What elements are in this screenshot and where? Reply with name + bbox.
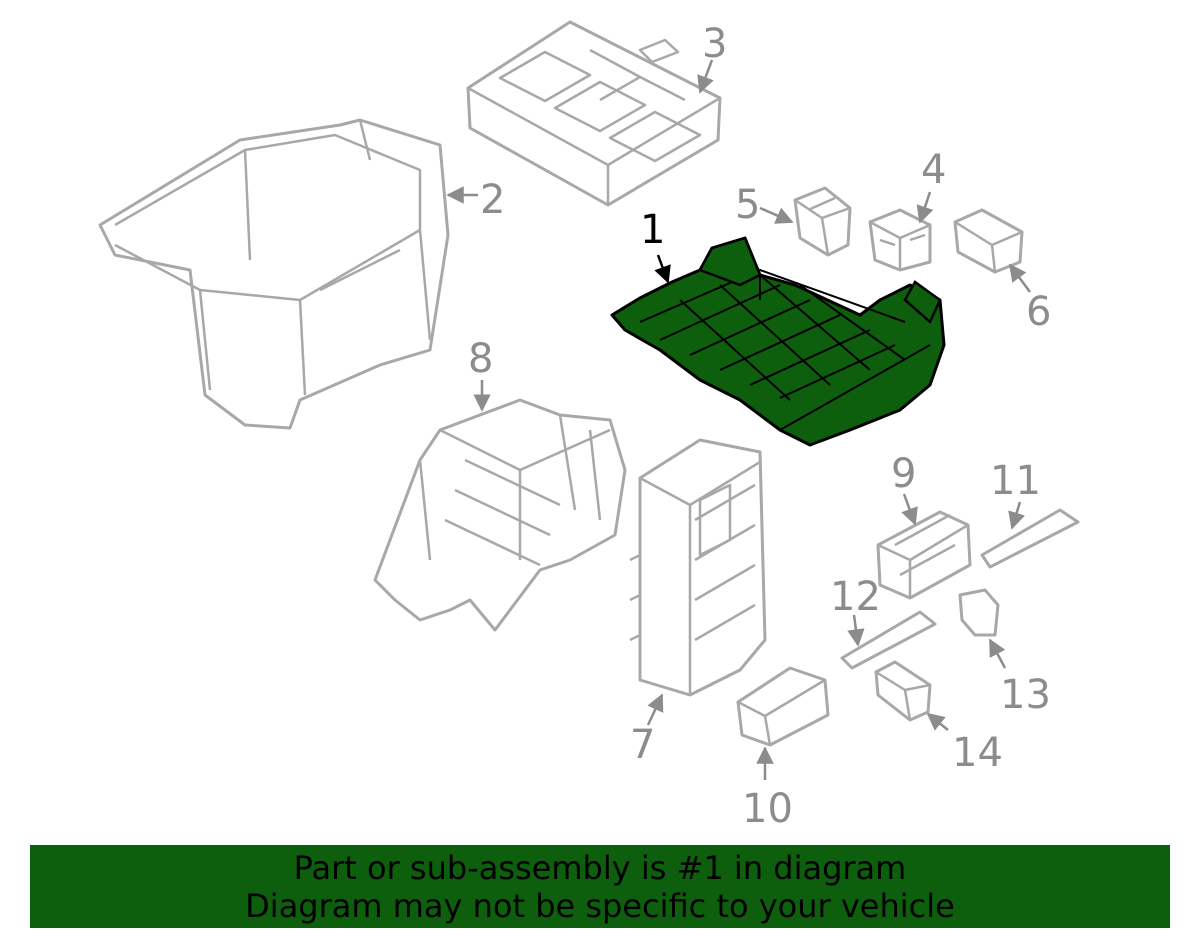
part-10-connector	[736, 666, 830, 747]
callout-3: 3	[702, 21, 727, 67]
callout-12: 12	[830, 574, 881, 620]
callout-14: 14	[952, 730, 1003, 776]
part-6-relay	[953, 208, 1024, 274]
part-1-fuse-box-housing	[610, 236, 946, 447]
callout-11: 11	[990, 458, 1041, 504]
part-14-connector	[874, 660, 932, 722]
part-3-fuse-box-cover	[466, 20, 722, 207]
callout-5: 5	[735, 182, 760, 228]
part-9-connector	[876, 510, 972, 600]
callout-13: 13	[1000, 672, 1051, 718]
banner-line-disclaimer: Diagram may not be specific to your vehi…	[245, 886, 955, 925]
part-2-tray-bracket	[98, 118, 450, 430]
part-5-connector	[793, 186, 852, 257]
part-8-housing	[373, 398, 627, 632]
callout-9: 9	[891, 451, 916, 497]
callout-8: 8	[468, 336, 493, 382]
callout-10: 10	[742, 786, 793, 832]
leader-lines	[446, 59, 1032, 780]
part-12-terminal-strip	[840, 610, 937, 670]
callout-7: 7	[630, 722, 655, 768]
part-11-terminal-strip	[980, 508, 1080, 569]
banner-line-part-number: Part or sub-assembly is #1 in diagram	[293, 848, 907, 887]
callout-2: 2	[480, 177, 505, 223]
callout-6: 6	[1026, 289, 1051, 335]
part-4-connector	[868, 208, 932, 272]
part-13-clip	[958, 588, 1000, 637]
callout-1: 1	[640, 207, 665, 253]
parts-diagram: 1 2 3 4 5 6 7 8 9 10 11 12 13 14	[98, 20, 1080, 832]
callout-4: 4	[921, 147, 946, 193]
part-7-fuse-block	[629, 438, 767, 697]
info-banner: Part or sub-assembly is #1 in diagram Di…	[30, 845, 1170, 928]
